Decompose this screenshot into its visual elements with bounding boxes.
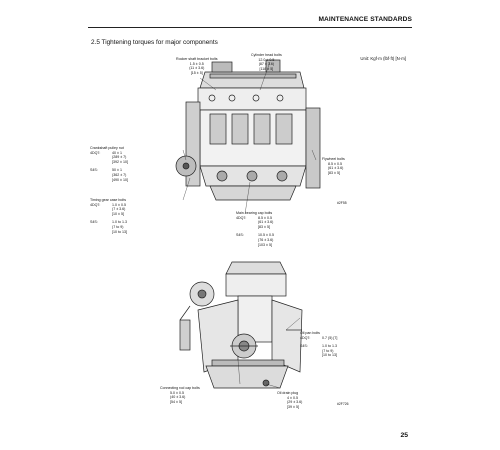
oil-drain-plug-label: Oil drain plug 4 ± 0.5 (29 ± 3.6) [39 ± … <box>277 391 303 409</box>
rocker-shaft-bracket-bolts-label: Rocker shaft bracket bolts 1.5 ± 0.5 (11… <box>176 57 218 75</box>
flywheel-bolts-label: Flywheel bolts 8.5 ± 0.5 (61 ± 3.6) [83 … <box>322 157 345 175</box>
timing-gear-case-bolts-label: Timing gear case bolts 4DQ7:1.0 ± 0.5 (7… <box>90 198 127 234</box>
figure-code-1: #2F55 <box>337 201 347 205</box>
header-rule <box>88 27 412 28</box>
oil-pan-bolts-label: Oil pan bolts 4DQ7:0.7 (5) [7] S4S:1.0 t… <box>300 331 338 358</box>
section-title: 2.5 Tightening torques for major compone… <box>91 39 218 46</box>
figure-code-2: #2F726 <box>337 402 349 406</box>
page-header-title: MAINTENANCE STANDARDS <box>318 16 412 23</box>
main-bearing-cap-bolts-label: Main bearing cap bolts 4DQ7:8.5 ± 0.5 (6… <box>236 211 274 247</box>
page-number: 25 <box>400 432 408 439</box>
connecting-rod-cap-bolts-label: Connecting rod cap bolts 5.0 ± 0.5 (40 ±… <box>160 386 200 404</box>
cylinder-head-bolts-label: Cylinder head bolts 12.0 ± 0.5 (87 ± 3.6… <box>251 53 282 71</box>
unit-note: Unit: Kgf·m (lbf·ft) [N·m] <box>360 56 406 61</box>
crankshaft-pulley-nut-label: Crankshaft pulley nut 4DQ7:40 ± 1 (289 ±… <box>90 146 128 182</box>
